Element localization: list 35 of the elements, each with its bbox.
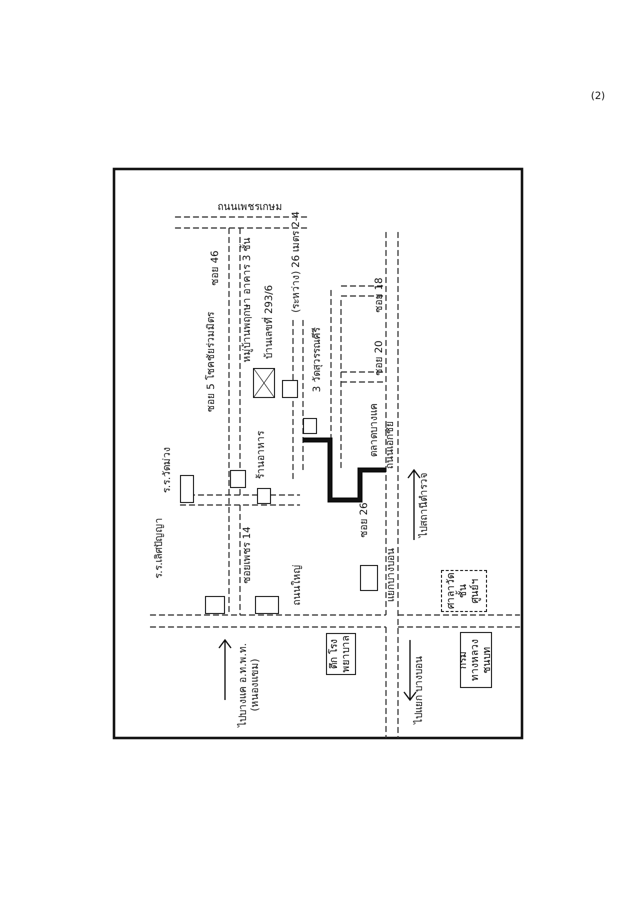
place-name: 3 วัดสุวรรณคีรี (312, 328, 324, 392)
direction-note: ไปแยก บางบอน (414, 656, 426, 724)
page-number: (2) (590, 91, 606, 103)
street-name: ซอย 20 (374, 340, 386, 376)
place-name: ร.ร.เลิศปัญญา (154, 517, 166, 579)
road-name: ถนนเพชรเกษม (218, 202, 282, 214)
place-name: ศาลาวัด ชั้น ศูนย์ฯ (446, 572, 482, 610)
street-name: ซอย 5 โชคชัยร่วมมิตร (206, 312, 218, 412)
distance-note: (ระหว่าง) 26 เมตร 2-4 (291, 211, 303, 313)
building-box (205, 596, 225, 614)
place-name: ตึก โรงพยาบาล (329, 635, 353, 673)
road-name: แยกบางบอน (386, 548, 398, 602)
place-name: หมู่บ้านพฤกษา อาคาร 3 ชั้น (242, 238, 254, 362)
street-name: ซอยเพชร 14 (242, 526, 254, 584)
building-box (360, 565, 378, 591)
place-name: กรมทางหลวง ชนบท (458, 638, 494, 683)
building-box (257, 488, 271, 504)
street-name: ซอย 26 (359, 502, 371, 538)
building-box (303, 418, 317, 434)
street-name: ซอย 46 (210, 250, 222, 286)
street-name: ซอย 18 (374, 278, 386, 312)
house-box (253, 368, 275, 398)
place-name: ร้านอาหาร (256, 431, 268, 479)
place-name: ตลาดบางแค (369, 403, 381, 457)
house-number: บ้านเลขที่ 293/6 (264, 285, 276, 359)
place-name: ร.ร.วัดม่วง (162, 446, 174, 494)
direction-note: ไปสถานีตำรวจ (419, 472, 431, 538)
school-box (180, 475, 194, 503)
building-box (282, 380, 298, 398)
road-name: ถนนใหญ่ (292, 564, 304, 606)
building-box (255, 596, 279, 614)
road-name: ถนนเอกชัย (385, 421, 397, 469)
building-box (230, 470, 246, 488)
landmark-box (460, 632, 492, 688)
direction-note: ไปบางแค อ.ท.พ.ท. (หนองแขม) (238, 642, 262, 730)
